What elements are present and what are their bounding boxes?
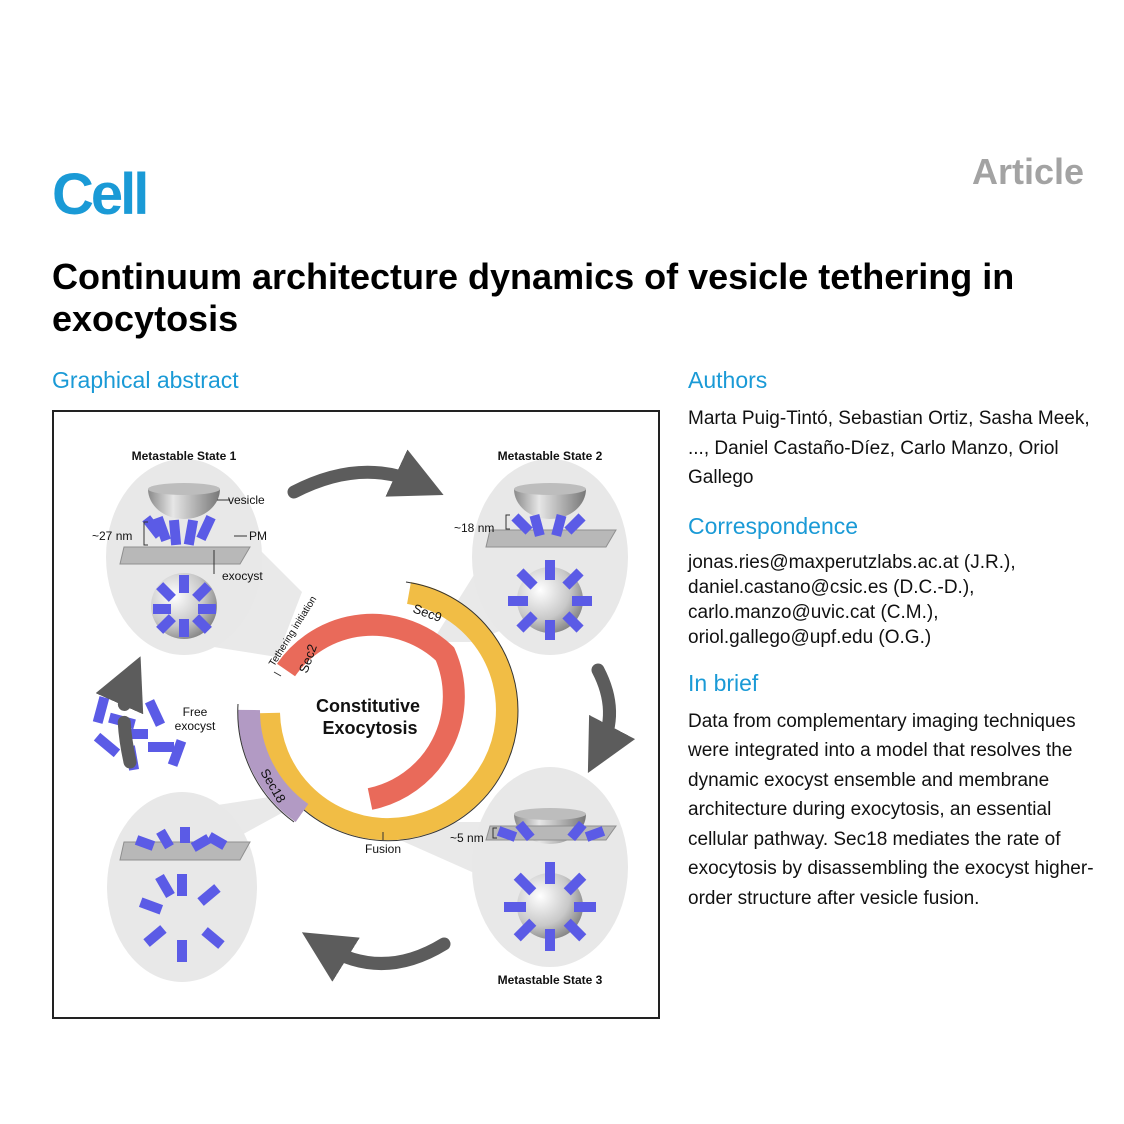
graphical-abstract: Metastable State 1 vesicle PM exocyst ~2… [52, 410, 660, 1019]
correspondence-heading: Correspondence [688, 512, 859, 539]
fusion-label: Fusion [365, 842, 401, 856]
state2-distance: ~18 nm [454, 521, 494, 535]
state3-distance: ~5 nm [450, 831, 484, 845]
state2-distance-bracket [505, 514, 510, 530]
state3-distance-bracket [492, 827, 497, 839]
side-panel: Authors Marta Puig-Tintó, Sebastian Orti… [688, 369, 1108, 935]
free-state-exocyst-top [138, 873, 225, 962]
state2-vesicle [514, 489, 586, 519]
authors-list: Marta Puig-Tintó, Sebastian Ortiz, Sasha… [688, 408, 1090, 488]
state1-vesicle [148, 489, 220, 519]
center-title-2: Exocytosis [322, 718, 417, 738]
arrow-state2-to-state3 [587, 663, 636, 774]
state2-membrane [485, 529, 617, 548]
state1-distance: ~27 nm [92, 529, 132, 543]
email-link[interactable]: carlo.manzo@uvic.cat (C.M.), [688, 601, 939, 623]
sec18-outline [237, 703, 295, 823]
in-brief-section: In brief Data from complementary imaging… [688, 669, 1108, 914]
in-brief-heading: In brief [688, 669, 759, 696]
free-exocyst-label-2: exocyst [175, 719, 216, 733]
in-brief-text: Data from complementary imaging techniqu… [688, 710, 1094, 909]
article-title: Continuum architecture dynamics of vesic… [52, 256, 1015, 339]
email-link[interactable]: oriol.gallego@upf.edu (O.G.) [688, 626, 932, 648]
state1-vesicle-label: vesicle [228, 493, 265, 507]
arrow-state1-to-state2 [287, 449, 444, 499]
sec9-arc [258, 582, 518, 841]
state1-exocyst-top [153, 575, 216, 637]
email-link[interactable]: daniel.castano@csic.es (D.C.-D.), [688, 576, 975, 598]
correspondence-section: Correspondence jonas.ries@maxperutzlabs.… [688, 512, 1108, 650]
free-state-exocyst-side [134, 827, 228, 852]
sec18-arc [237, 709, 309, 822]
authors-section: Authors Marta Puig-Tintó, Sebastian Orti… [688, 369, 1108, 493]
state3-exocyst-side [496, 820, 606, 842]
sec2-arc [276, 613, 465, 810]
free-exocyst-particles [92, 696, 187, 771]
state2-vesicle-rim [514, 483, 586, 495]
free-exocyst-label-1: Free [183, 705, 208, 719]
state1-membrane [119, 546, 251, 565]
journal-logo: Cell [52, 162, 149, 227]
state2-label: Metastable State 2 [498, 449, 603, 463]
state1-pm-label: PM [249, 529, 267, 543]
authors-heading: Authors [688, 367, 768, 393]
arrow-free-to-state1 [95, 656, 144, 769]
state2-exocyst-side [511, 513, 586, 537]
state1-label: Metastable State 1 [132, 449, 237, 463]
cycle-arrows [95, 449, 636, 982]
graphical-abstract-heading: Graphical abstract [52, 367, 239, 393]
state3-exocyst-top [504, 862, 596, 951]
state1-distance-bracket [143, 521, 148, 546]
arrow-state3-to-free [301, 932, 451, 982]
state3-vesicle-rim [514, 808, 586, 820]
article-type: Article [971, 151, 1084, 192]
state3-label: Metastable State 3 [498, 973, 603, 987]
tethering-tick [273, 671, 282, 677]
state1-vesicle-rim [148, 483, 220, 495]
center-title-1: Constitutive [316, 696, 420, 716]
email-link[interactable]: jonas.ries@maxperutzlabs.ac.at (J.R.), [688, 551, 1016, 573]
state1-exocyst-label: exocyst [222, 569, 263, 583]
state1-exocyst-side [142, 515, 216, 546]
state2-exocyst-top [508, 560, 592, 640]
